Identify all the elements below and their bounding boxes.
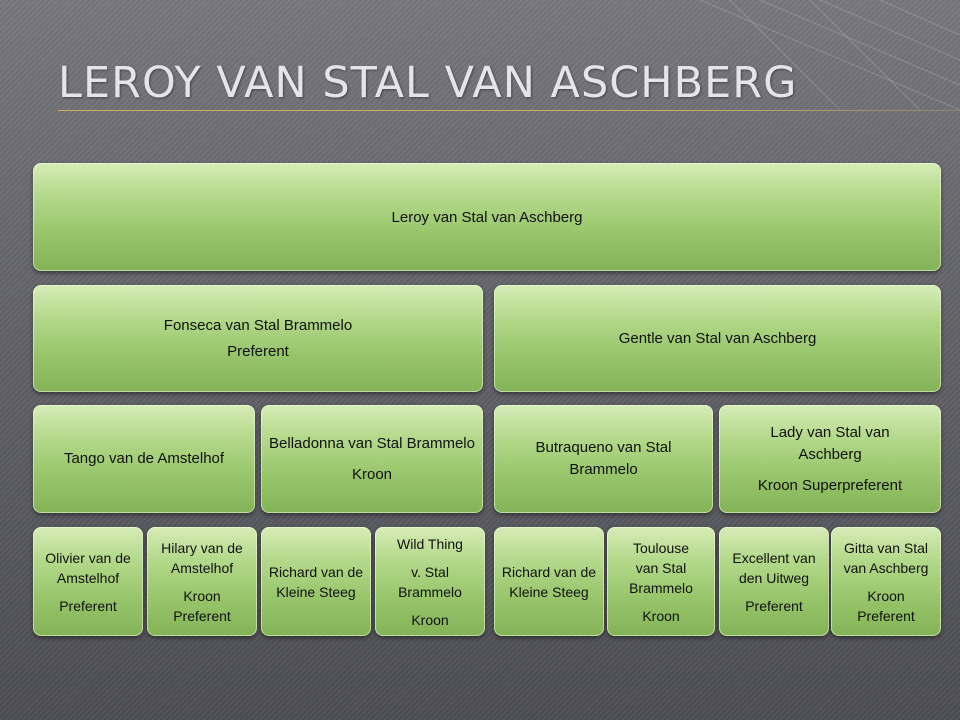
horse-name: Butraqueno van Stal Brammelo [535, 439, 672, 478]
pedigree-box-great-grandparent: Gitta van Stal van Aschberg Kroon Prefer… [831, 527, 941, 636]
page-title: Leroy van Stal van Aschberg [58, 58, 798, 108]
horse-name: Fonseca van Stal Brammelo [163, 317, 353, 334]
horse-name: Olivier van de Amstelhof [45, 549, 131, 586]
pedigree-box-root: Leroy van Stal van Aschberg [33, 163, 941, 271]
horse-name: Richard van de Kleine Steeg [501, 563, 597, 600]
horse-qualification: Preferent [745, 597, 803, 614]
pedigree-box-great-grandparent: Excellent van den Uitweg Preferent [719, 527, 829, 636]
horse-qualification: Preferent [59, 597, 117, 614]
pedigree-box-grandparent: Belladonna van Stal Brammelo Kroon [261, 405, 483, 513]
pedigree-box-great-grandparent: Richard van de Kleine Steeg [261, 527, 371, 636]
horse-name: Gitta van Stal van Aschberg [843, 539, 929, 576]
horse-qualification: Preferent [227, 343, 289, 360]
horse-name: Excellent van den Uitweg [732, 549, 816, 586]
horse-qualification: Kroon [642, 607, 680, 624]
pedigree-box-great-grandparent: Wild Thing v. Stal Brammelo Kroon [375, 527, 485, 636]
pedigree-box-grandparent: Lady van Stal van Aschberg Kroon Superpr… [719, 405, 941, 513]
horse-name: Belladonna van Stal Brammelo [269, 434, 475, 452]
horse-name-line-2: v. Stal Brammelo [398, 563, 462, 600]
horse-qualification: Kroon [411, 611, 449, 628]
horse-name: Wild Thing [397, 535, 463, 552]
horse-name: Gentle van Stal van Aschberg [618, 330, 817, 347]
horse-name: Lady van Stal van Aschberg [770, 423, 890, 463]
pedigree-box-great-grandparent: Toulouse van Stal Brammelo Kroon [607, 527, 715, 636]
horse-name: Hilary van de Amstelhof [161, 539, 243, 576]
pedigree-box-great-grandparent: Hilary van de Amstelhof Kroon Preferent [147, 527, 257, 636]
title-underline [58, 110, 960, 111]
horse-qualification: Kroon Preferent [857, 587, 915, 624]
pedigree-box-grandparent: Butraqueno van Stal Brammelo [494, 405, 713, 513]
pedigree-box-great-grandparent: Olivier van de Amstelhof Preferent [33, 527, 143, 636]
pedigree-box-great-grandparent: Richard van de Kleine Steeg [494, 527, 604, 636]
horse-qualification: Kroon Preferent [173, 587, 231, 624]
horse-name: Leroy van Stal van Aschberg [391, 208, 583, 226]
horse-name: Tango van de Amstelhof [63, 450, 225, 467]
horse-qualification: Kroon [351, 465, 393, 483]
horse-qualification: Kroon Superpreferent [757, 476, 903, 494]
pedigree-box-dam: Gentle van Stal van Aschberg [494, 285, 941, 392]
horse-name: Toulouse van Stal Brammelo [629, 539, 693, 596]
horse-name: Richard van de Kleine Steeg [268, 563, 364, 600]
pedigree-box-sire: Fonseca van Stal Brammelo Preferent [33, 285, 483, 392]
pedigree-box-grandparent: Tango van de Amstelhof [33, 405, 255, 513]
